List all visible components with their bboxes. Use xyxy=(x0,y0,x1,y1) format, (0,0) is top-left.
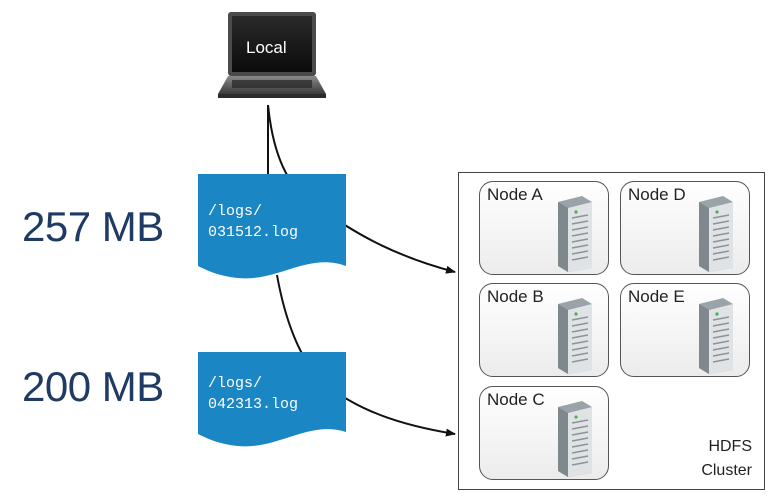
file2-document-icon xyxy=(198,352,346,447)
node-d-label: Node D xyxy=(628,185,686,204)
node-e-label: Node E xyxy=(628,287,685,306)
file1-path-line2: 031512.log xyxy=(208,224,299,241)
file2-path-line2: 042313.log xyxy=(208,396,299,413)
node-c: Node C xyxy=(479,386,609,480)
node-a: Node A xyxy=(479,181,609,275)
server-icon xyxy=(558,196,592,272)
node-a-label: Node A xyxy=(487,185,543,204)
server-icon xyxy=(699,196,733,272)
node-b-label: Node B xyxy=(487,287,544,306)
laptop-label: Local xyxy=(246,38,287,57)
node-d: Node D xyxy=(620,181,750,275)
server-icon xyxy=(558,298,592,374)
cluster-label-line2: Cluster xyxy=(701,462,752,479)
cluster-label-line1: HDFS xyxy=(708,438,752,455)
laptop-icon xyxy=(218,12,326,98)
node-e: Node E xyxy=(620,283,750,377)
hdfs-cluster-box: Node A Node D xyxy=(458,172,765,490)
cluster-label: HDFS Cluster xyxy=(701,435,752,483)
node-b: Node B xyxy=(479,283,609,377)
file1-size-label: 257 MB xyxy=(22,203,164,250)
node-c-label: Node C xyxy=(487,390,545,409)
file1-document-icon xyxy=(198,174,346,279)
file2-path-line1: /logs/ xyxy=(208,375,263,392)
server-icon xyxy=(558,401,592,477)
file1-path-line1: /logs/ xyxy=(208,203,263,220)
file2-size-label: 200 MB xyxy=(22,363,164,410)
server-icon xyxy=(699,298,733,374)
